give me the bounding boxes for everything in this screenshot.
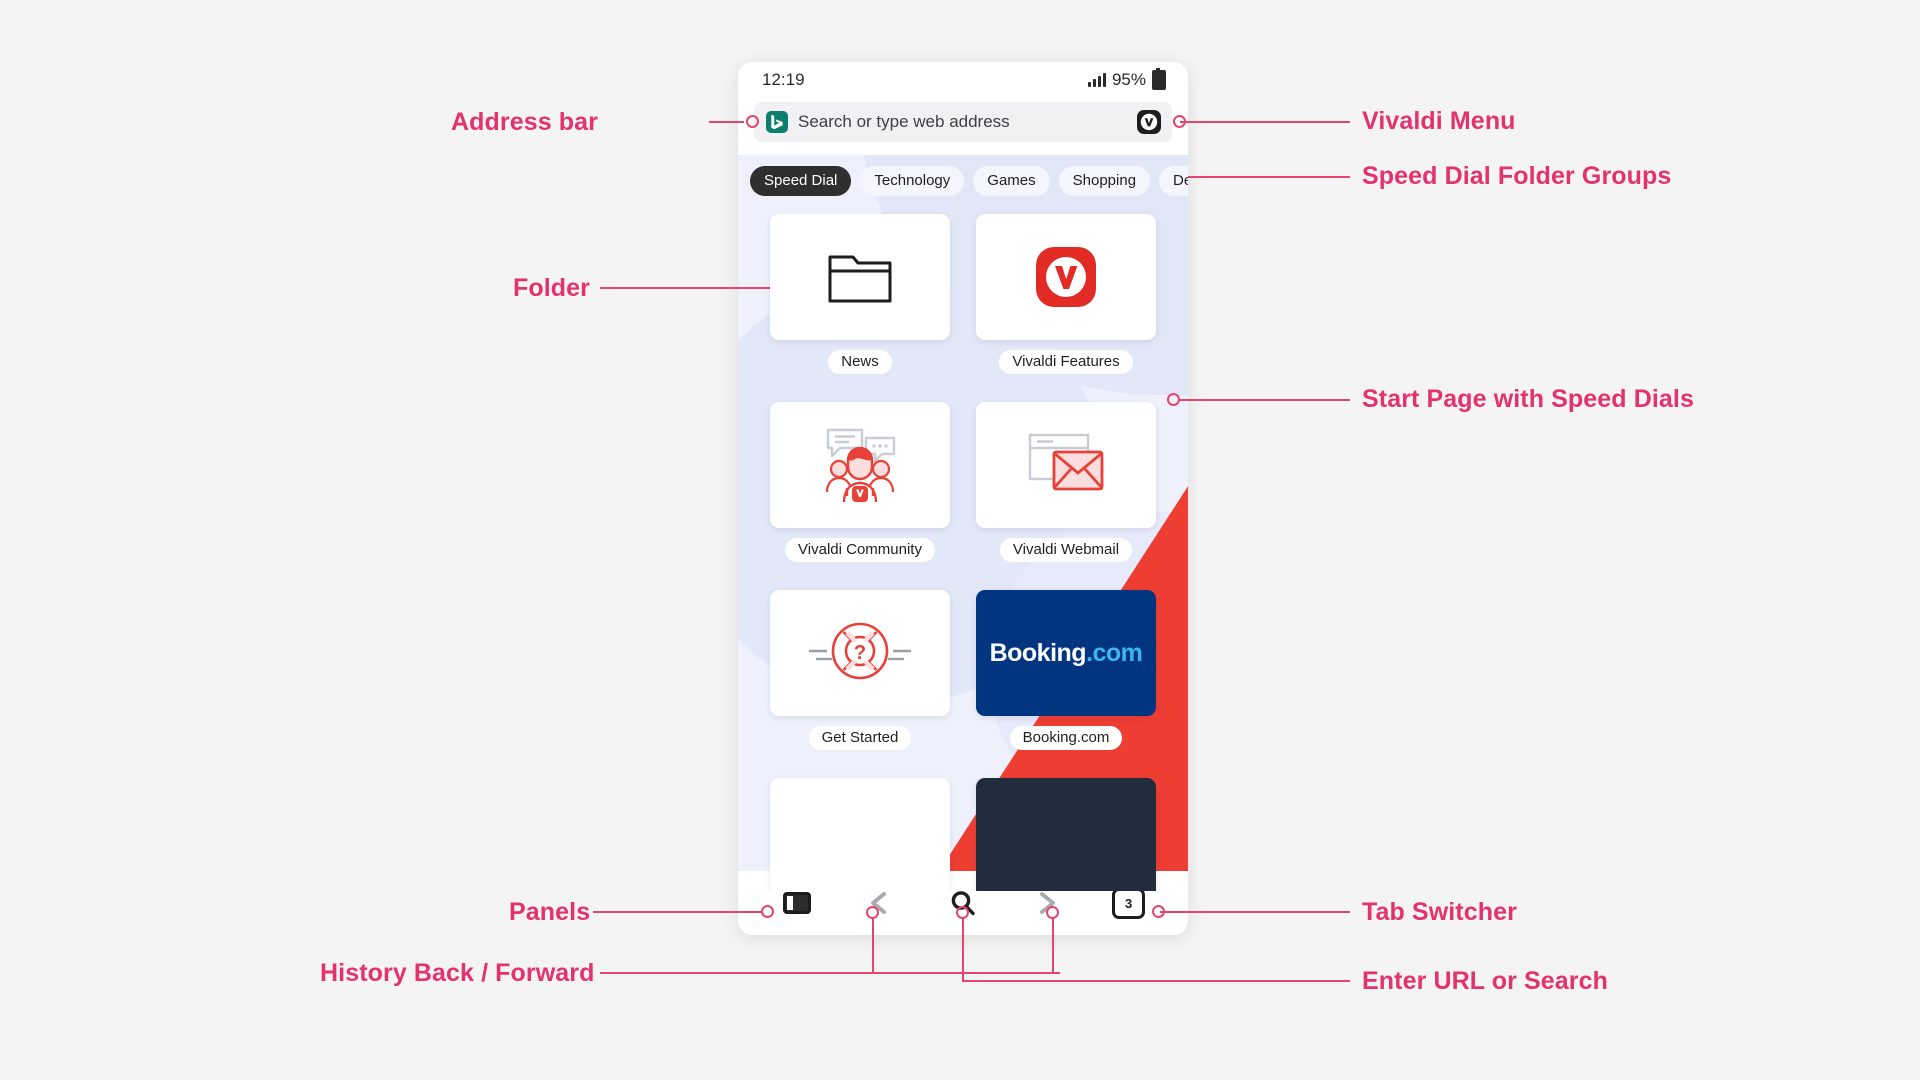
annotation-label-start-page: Start Page with Speed Dials (1362, 385, 1694, 413)
folder-icon (828, 255, 892, 303)
speed-dial-partial-left[interactable] (770, 778, 950, 891)
status-time: 12:19 (762, 70, 805, 89)
annotation-line-speed-dial-groups (1168, 176, 1350, 178)
speed-dial-news[interactable]: News (770, 214, 950, 374)
group-chip-speed-dial[interactable]: Speed Dial (750, 166, 852, 196)
annotation-line-folder (600, 287, 800, 289)
annotation-label-folder: Folder (513, 274, 590, 302)
annotation-line-tab-switcher (1160, 911, 1350, 913)
annotation-dot-address-bar (746, 115, 759, 128)
tab-count-badge[interactable]: 3 (1112, 887, 1146, 919)
annotation-vline-enter-url (962, 918, 964, 980)
annotation-line-start-page (1180, 399, 1350, 401)
speed-dial-label: Vivaldi Features (999, 350, 1133, 374)
phone-mockup: 12:19 95% Search or type web address (738, 62, 1188, 935)
address-input-placeholder[interactable]: Search or type web address (798, 112, 1010, 131)
annotation-line-enter-url (962, 980, 1350, 982)
bing-icon[interactable] (766, 111, 788, 133)
chevron-right-icon[interactable] (1022, 883, 1070, 923)
speed-dial-tile[interactable] (976, 402, 1156, 528)
speed-dial-label: Get Started (808, 726, 912, 750)
address-bar-region: Search or type web address (738, 98, 1188, 155)
booking-wordmark-suffix: .com (1086, 638, 1143, 667)
annotation-dot-back (866, 906, 879, 919)
speed-dial-tile[interactable] (770, 402, 950, 528)
speed-dial-label: Vivaldi Webmail (999, 538, 1133, 562)
community-people-icon (825, 428, 896, 503)
speed-dial-grid: News Vivaldi Features (738, 208, 1188, 891)
annotation-label-history: History Back / Forward (320, 959, 595, 987)
start-page: Speed Dial Technology Games Shopping De (738, 155, 1188, 891)
speed-dial-label: Booking.com (1009, 726, 1123, 750)
speed-dial-tile[interactable] (770, 214, 950, 340)
annotation-line-history (600, 972, 1060, 974)
booking-wordmark: Booking.com (990, 639, 1143, 668)
booking-wordmark-main: Booking (989, 638, 1087, 667)
speed-dial-tile[interactable] (770, 778, 950, 891)
annotation-dot-forward (1046, 906, 1059, 919)
speed-dial-booking[interactable]: Booking.com Booking.com (976, 590, 1156, 750)
vivaldi-logo-icon (1036, 247, 1096, 307)
speed-dial-tile[interactable]: Booking.com (976, 590, 1156, 716)
speed-dial-tile[interactable] (976, 778, 1156, 891)
address-bar[interactable]: Search or type web address (754, 102, 1172, 142)
annotation-label-enter-url: Enter URL or Search (1362, 967, 1608, 995)
annotation-dot-panels (761, 905, 774, 918)
annotation-line-panels (593, 911, 763, 913)
annotation-label-speed-dial-groups: Speed Dial Folder Groups (1362, 162, 1672, 190)
speed-dial-vivaldi-community[interactable]: Vivaldi Community (770, 402, 950, 562)
annotation-dot-start-page (1167, 393, 1180, 406)
annotation-label-tab-switcher: Tab Switcher (1362, 898, 1517, 926)
battery-icon (1152, 68, 1166, 90)
annotation-label-vivaldi-menu: Vivaldi Menu (1362, 107, 1516, 135)
annotation-line-address-bar (709, 121, 744, 123)
annotation-vline-back (872, 918, 874, 973)
speed-dial-folder-groups[interactable]: Speed Dial Technology Games Shopping De (738, 155, 1188, 208)
group-chip-technology[interactable]: Technology (860, 166, 965, 196)
status-bar: 12:19 95% (738, 62, 1188, 98)
mail-envelope-icon (1028, 433, 1104, 491)
group-chip-games[interactable]: Games (973, 166, 1050, 196)
vivaldi-menu-icon[interactable] (1136, 109, 1162, 135)
speed-dial-label: News (828, 350, 892, 374)
speed-dial-vivaldi-webmail[interactable]: Vivaldi Webmail (976, 402, 1156, 562)
signal-bars-icon (1087, 73, 1106, 87)
annotation-dot-tab-switcher (1152, 905, 1165, 918)
chevron-left-icon[interactable] (856, 883, 904, 923)
annotation-label-panels: Panels (509, 898, 591, 926)
battery-percent: 95% (1111, 70, 1146, 89)
annotation-dot-enter-url (956, 906, 969, 919)
speed-dial-tile[interactable]: ? (770, 590, 950, 716)
annotation-vline-forward (1052, 918, 1054, 973)
group-chip-shopping[interactable]: Shopping (1058, 166, 1151, 196)
speed-dial-get-started[interactable]: ? Get Started (770, 590, 950, 750)
annotation-dot-vivaldi-menu (1173, 115, 1186, 128)
panels-icon[interactable] (773, 883, 821, 923)
annotation-line-vivaldi-menu (1180, 121, 1350, 123)
speed-dial-label: Vivaldi Community (785, 538, 935, 562)
speed-dial-vivaldi-features[interactable]: Vivaldi Features (976, 214, 1156, 374)
speed-dial-tile[interactable] (976, 214, 1156, 340)
annotation-label-address-bar: Address bar (451, 108, 598, 136)
group-chip-de[interactable]: De (1159, 166, 1188, 196)
svg-text:?: ? (854, 642, 866, 664)
lifebuoy-question-icon: ? (809, 622, 911, 680)
speed-dial-partial-right[interactable] (976, 778, 1156, 891)
